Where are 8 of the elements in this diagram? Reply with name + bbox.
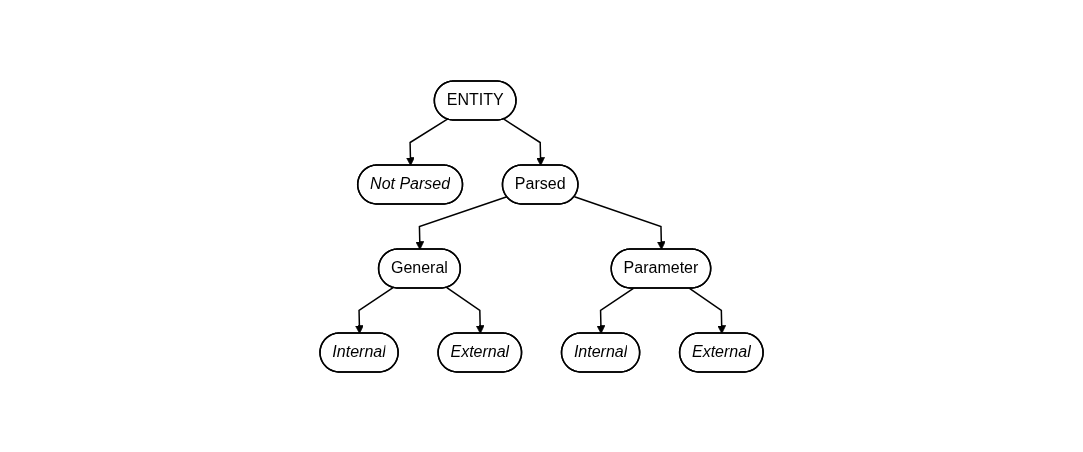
- arrow: [354, 286, 394, 334]
- arrow: [415, 195, 508, 250]
- arrow: [503, 117, 545, 166]
- arrow: [446, 286, 485, 334]
- arrow: [573, 195, 666, 250]
- arrow: [406, 117, 449, 166]
- arrow: [596, 287, 635, 334]
- arrow: [688, 287, 727, 334]
